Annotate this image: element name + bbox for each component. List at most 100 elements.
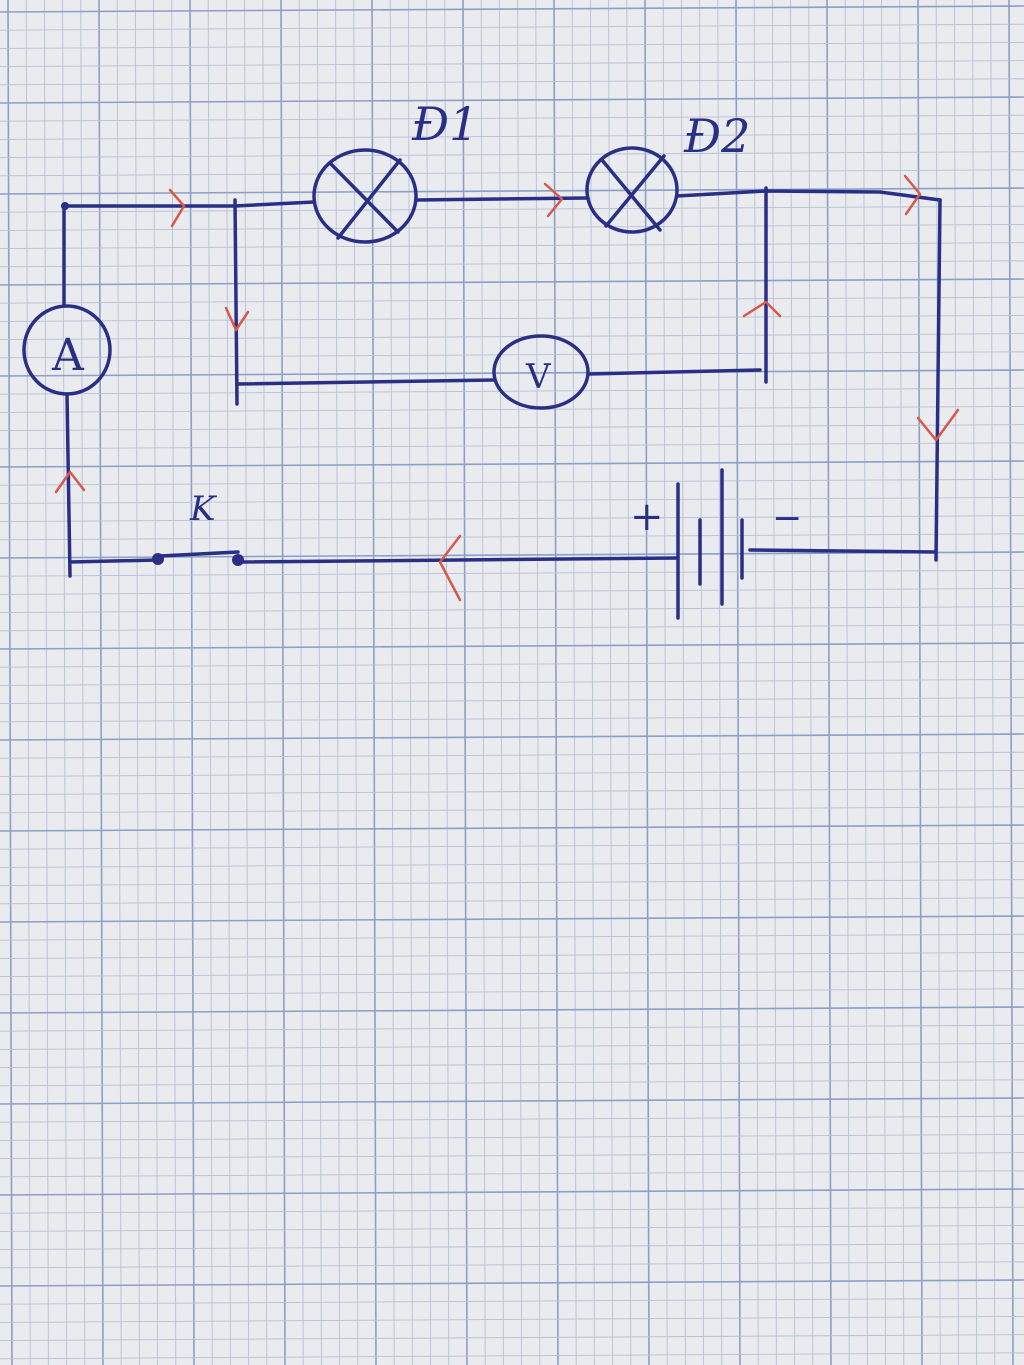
lamp-1 (312, 148, 418, 244)
grid-line-vertical (917, 0, 923, 1365)
grid-line-horizontal (0, 1206, 1024, 1214)
battery-plus-label: + (630, 494, 664, 540)
grid-line-horizontal (0, 879, 1024, 887)
grid-line-horizontal (0, 970, 1024, 978)
grid-line-vertical (953, 0, 959, 1365)
grid-line-horizontal (0, 296, 1024, 304)
grid-line-vertical (699, 0, 705, 1365)
grid-line-horizontal (0, 114, 1024, 122)
grid-line-horizontal (0, 424, 1024, 432)
grid-line-horizontal (0, 897, 1024, 905)
wire-left-bottom (65, 392, 72, 578)
grid-line-horizontal (0, 1152, 1024, 1160)
grid-line-horizontal (0, 1024, 1024, 1032)
grid-line-horizontal (0, 660, 1024, 668)
grid-line-horizontal (0, 715, 1024, 723)
grid-line-vertical (680, 0, 686, 1365)
grid-line-horizontal (0, 1315, 1024, 1323)
labels: Đ1 Đ2 A V K + − (51, 97, 802, 540)
grid-line-horizontal (0, 860, 1024, 868)
grid-line-horizontal (0, 806, 1024, 814)
grid-line-horizontal (0, 1133, 1024, 1141)
grid-line-horizontal (0, 151, 1024, 159)
grid-line-vertical (826, 0, 832, 1365)
grid-line-vertical (335, 0, 341, 1365)
grid-line-vertical (990, 0, 996, 1365)
grid-line-vertical (316, 0, 322, 1365)
grid-line-vertical (608, 0, 614, 1365)
grid-line-horizontal (0, 915, 1024, 923)
grid-line-vertical (753, 0, 759, 1365)
grid-line-horizontal (0, 60, 1024, 68)
grid-line-horizontal (0, 132, 1024, 140)
grid-line-horizontal (0, 842, 1024, 850)
grid-line-horizontal (0, 387, 1024, 395)
arrow-between-lamps (543, 182, 564, 218)
grid-line-horizontal (0, 951, 1024, 959)
terminals (61, 202, 244, 566)
grid-line-vertical (262, 0, 268, 1365)
battery (676, 468, 744, 620)
grid-line-horizontal (0, 314, 1024, 322)
grid-line-vertical (407, 0, 413, 1365)
grid-line-vertical (571, 0, 577, 1365)
arrow-volt-left-down (224, 306, 250, 332)
grid-line-horizontal (0, 223, 1024, 231)
grid-line-horizontal (0, 788, 1024, 796)
grid-line-vertical (189, 0, 195, 1365)
grid-line-horizontal (0, 460, 1024, 468)
switch-label: K (189, 489, 218, 529)
grid-line-horizontal (0, 96, 1024, 104)
grid-line-vertical (862, 0, 868, 1365)
grid-line-vertical (717, 0, 723, 1365)
grid-line-horizontal (0, 333, 1024, 341)
grid-line-vertical (935, 0, 941, 1365)
lamp-1-label: Đ1 (411, 97, 478, 151)
grid-line-horizontal (0, 824, 1024, 832)
grid-line-horizontal (0, 1261, 1024, 1269)
arrow-top-left (168, 188, 186, 228)
grid-line-vertical (280, 0, 286, 1365)
grid-line-vertical (662, 0, 668, 1365)
grid-line-horizontal (0, 1006, 1024, 1014)
grid-line-horizontal (0, 478, 1024, 486)
grid-line-vertical (98, 0, 104, 1365)
grid-line-horizontal (0, 1243, 1024, 1251)
lamp-1-cross (328, 158, 402, 240)
switch-terminal-left (152, 553, 164, 565)
arrow-right-down (916, 408, 960, 442)
grid-line-horizontal (0, 1334, 1024, 1342)
grid-line-vertical (116, 0, 122, 1365)
grid-line-vertical (844, 0, 850, 1365)
grid-line-horizontal (0, 1188, 1024, 1196)
voltmeter-label: V (525, 357, 552, 397)
grid-line-vertical (899, 0, 905, 1365)
arrow-bottom (438, 534, 462, 602)
grid-line-vertical (808, 0, 814, 1365)
grid-line-vertical (25, 0, 31, 1365)
lamp-2-circle (585, 146, 679, 234)
circuit (22, 146, 942, 620)
grid-line-vertical (644, 0, 650, 1365)
grid-line-horizontal (0, 23, 1024, 31)
grid-line-vertical (1008, 0, 1014, 1365)
grid-line-horizontal (0, 1352, 1024, 1360)
grid-line-horizontal (0, 1224, 1024, 1232)
grid-line-horizontal (0, 169, 1024, 177)
grid-line-horizontal (0, 496, 1024, 504)
ammeter-circle (22, 304, 112, 396)
grid-line-vertical (80, 0, 86, 1365)
grid-line-horizontal (0, 78, 1024, 86)
grid-line-vertical (244, 0, 250, 1365)
grid-line-horizontal (0, 351, 1024, 359)
grid-line-horizontal (0, 606, 1024, 614)
grid-line-horizontal (0, 569, 1024, 577)
grid-line-horizontal (0, 369, 1024, 377)
corner-dot (61, 202, 69, 210)
grid-line-horizontal (0, 515, 1024, 523)
arrow-top-right (903, 174, 922, 216)
grid-line-horizontal (0, 751, 1024, 759)
ammeter-label: A (51, 330, 85, 381)
grid-line-vertical (790, 0, 796, 1365)
